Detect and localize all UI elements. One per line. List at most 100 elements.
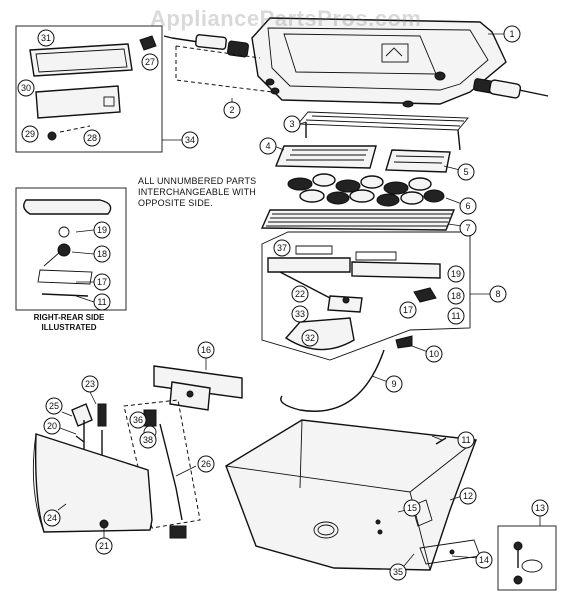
leader-lines bbox=[57, 33, 541, 567]
svg-text:21: 21 bbox=[99, 541, 109, 551]
svg-text:7: 7 bbox=[465, 223, 470, 233]
note-line-1: ALL UNNUMBERED PARTS bbox=[138, 176, 257, 186]
svg-text:8: 8 bbox=[495, 289, 500, 299]
warming-rack bbox=[297, 111, 469, 151]
callout-18-inset: 18 bbox=[93, 245, 111, 263]
callout-19-inset: 19 bbox=[93, 221, 111, 239]
svg-text:19: 19 bbox=[97, 225, 107, 235]
svg-text:31: 31 bbox=[41, 33, 51, 43]
svg-text:17: 17 bbox=[403, 305, 413, 315]
svg-text:18: 18 bbox=[451, 291, 461, 301]
callout-16: 16 bbox=[197, 341, 215, 359]
svg-text:32: 32 bbox=[305, 333, 315, 343]
callout-36: 36 bbox=[129, 411, 147, 429]
rock-grate bbox=[260, 209, 456, 231]
interchangeable-note: ALL UNNUMBERED PARTS INTERCHANGEABLE WIT… bbox=[138, 176, 256, 209]
callout-34: 34 bbox=[181, 131, 199, 149]
svg-text:14: 14 bbox=[479, 555, 489, 565]
svg-text:22: 22 bbox=[295, 289, 305, 299]
callout-2: 2 bbox=[223, 101, 241, 119]
inset-control-panel bbox=[15, 25, 182, 153]
control-knobs bbox=[71, 403, 107, 470]
svg-text:37: 37 bbox=[277, 243, 287, 253]
svg-text:36: 36 bbox=[133, 415, 143, 425]
svg-text:28: 28 bbox=[87, 133, 97, 143]
callout-3: 3 bbox=[283, 115, 301, 133]
svg-text:13: 13 bbox=[535, 503, 545, 513]
callout-28: 28 bbox=[83, 129, 101, 147]
svg-text:11: 11 bbox=[451, 311, 460, 321]
svg-text:27: 27 bbox=[145, 57, 155, 67]
svg-text:33: 33 bbox=[295, 309, 305, 319]
svg-text:25: 25 bbox=[49, 401, 59, 411]
note-line-3: OPPOSITE SIDE. bbox=[138, 198, 213, 208]
svg-text:11: 11 bbox=[461, 435, 470, 445]
callout-27: 27 bbox=[141, 53, 159, 71]
callout-5: 5 bbox=[457, 163, 475, 181]
callout-12: 12 bbox=[459, 487, 477, 505]
svg-text:26: 26 bbox=[201, 459, 211, 469]
side-label-line-2: ILLUSTRATED bbox=[41, 323, 97, 332]
svg-text:24: 24 bbox=[47, 513, 57, 523]
callout-25: 25 bbox=[45, 397, 63, 415]
svg-text:18: 18 bbox=[97, 249, 107, 259]
watermark: AppliancePartsPros.com bbox=[150, 6, 422, 31]
mounting-bracket bbox=[153, 365, 243, 411]
svg-text:12: 12 bbox=[463, 491, 473, 501]
inset-right-rear-side bbox=[15, 187, 127, 311]
callout-24: 24 bbox=[43, 509, 61, 527]
svg-text:20: 20 bbox=[47, 421, 57, 431]
svg-text:9: 9 bbox=[391, 379, 396, 389]
svg-text:11: 11 bbox=[97, 297, 106, 307]
svg-text:2: 2 bbox=[229, 105, 234, 115]
callout-31: 31 bbox=[37, 29, 55, 47]
callout-7: 7 bbox=[459, 219, 477, 237]
svg-text:6: 6 bbox=[465, 201, 470, 211]
callout-11-firebox: 11 bbox=[457, 431, 475, 449]
briquette-grate-left bbox=[274, 145, 377, 169]
lid-hardware-bracket bbox=[175, 45, 414, 108]
callout-22: 22 bbox=[291, 285, 309, 303]
callout-9: 9 bbox=[385, 375, 403, 393]
burner-assembly bbox=[261, 231, 471, 412]
svg-text:10: 10 bbox=[429, 349, 439, 359]
svg-text:17: 17 bbox=[97, 277, 107, 287]
callout-17-inset: 17 bbox=[93, 273, 111, 291]
callout-8: 8 bbox=[489, 285, 507, 303]
callout-13: 13 bbox=[531, 499, 549, 517]
control-panel bbox=[32, 433, 153, 533]
callout-26: 26 bbox=[197, 455, 215, 473]
svg-text:4: 4 bbox=[265, 141, 270, 151]
svg-text:35: 35 bbox=[393, 567, 403, 577]
grill-lid bbox=[251, 17, 507, 105]
callout-30: 30 bbox=[17, 79, 35, 97]
firebox bbox=[225, 419, 477, 571]
svg-text:29: 29 bbox=[25, 129, 35, 139]
callout-21: 21 bbox=[95, 537, 113, 555]
note-line-2: INTERCHANGEABLE WITH bbox=[138, 187, 257, 197]
svg-text:38: 38 bbox=[143, 435, 153, 445]
lid-handle-left bbox=[163, 34, 249, 58]
callout-35: 35 bbox=[389, 563, 407, 581]
callout-19-burner: 19 bbox=[447, 265, 465, 283]
svg-text:16: 16 bbox=[201, 345, 211, 355]
svg-text:23: 23 bbox=[85, 379, 95, 389]
callout-1: 1 bbox=[503, 25, 521, 43]
callout-11-inset: 11 bbox=[93, 293, 111, 311]
briquette-grate-right bbox=[385, 149, 451, 173]
callout-18-burner: 18 bbox=[447, 287, 465, 305]
gas-inlet-kit bbox=[497, 525, 557, 591]
side-label-line-1: RIGHT-REAR SIDE bbox=[33, 313, 105, 322]
svg-text:34: 34 bbox=[185, 135, 195, 145]
svg-text:1: 1 bbox=[509, 29, 514, 39]
svg-text:3: 3 bbox=[289, 119, 294, 129]
callout-38: 38 bbox=[139, 431, 157, 449]
callout-33: 33 bbox=[291, 305, 309, 323]
callout-32: 32 bbox=[301, 329, 319, 347]
callout-17-burner: 17 bbox=[399, 301, 417, 319]
callout-6: 6 bbox=[459, 197, 477, 215]
lava-rocks bbox=[287, 173, 445, 207]
callout-11-burner: 11 bbox=[447, 307, 465, 325]
callout-15: 15 bbox=[403, 499, 421, 517]
